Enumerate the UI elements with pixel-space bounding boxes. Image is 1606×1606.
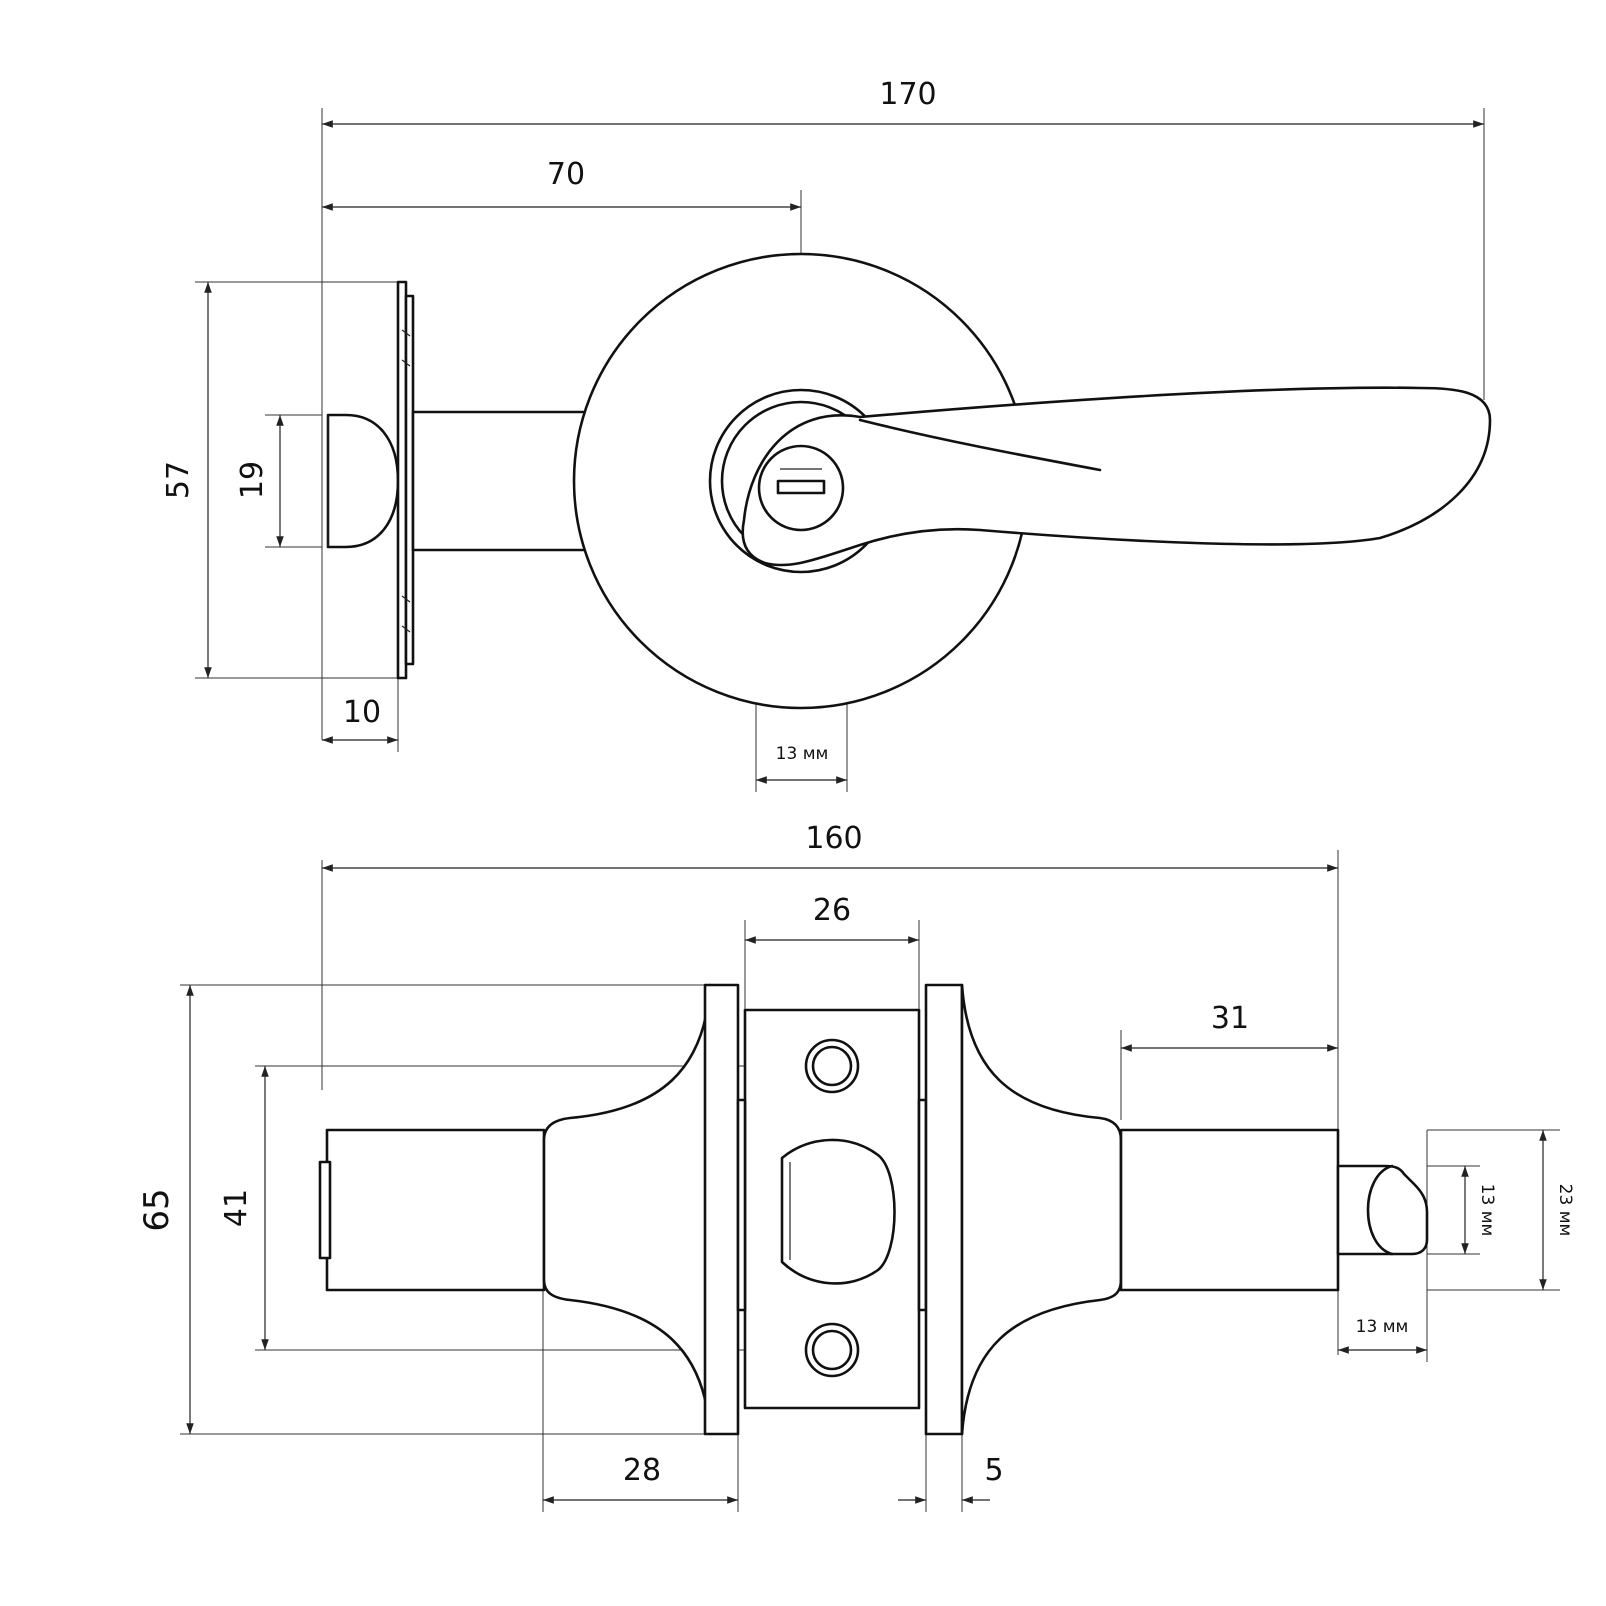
latch-bolt (326, 413, 400, 549)
right-rosette-flare (960, 983, 1123, 1436)
left-mounting-plate (703, 983, 740, 1436)
face-plate-ticks (401, 329, 411, 633)
dim-label-5: 5 (984, 1453, 1003, 1488)
dim-label-13mm-vert: 13 мм (1477, 1184, 1497, 1237)
lever-handle (741, 386, 1492, 567)
dim-label-31: 31 (1211, 1001, 1249, 1036)
dim-label-23mm: 23 мм (1555, 1184, 1575, 1237)
top-screw-hole-inner (811, 1045, 853, 1087)
dim-label-70: 70 (547, 157, 585, 192)
dim-label-57: 57 (161, 461, 196, 499)
dim-label-28: 28 (623, 1453, 661, 1488)
dim-label-26: 26 (813, 893, 851, 928)
dim-label-41: 41 (219, 1189, 254, 1227)
lever-groove (858, 418, 1102, 472)
dim-label-10: 10 (343, 695, 381, 730)
dim-label-160: 160 (805, 821, 862, 856)
plate-connector-left (736, 1098, 747, 1312)
latch-spindle (411, 410, 595, 552)
tailpiece-curve (1366, 1164, 1394, 1256)
dim-label-13mm-horiz: 13 мм (1356, 1317, 1409, 1337)
top-view: 170 70 57 19 10 13 мм (161, 77, 1492, 792)
bottom-dimension-lines (186, 864, 1547, 1504)
tailpiece-tongue (1336, 1164, 1429, 1256)
bottom-screw-hole-inner (811, 1329, 853, 1371)
dim-label-170: 170 (879, 77, 936, 112)
dim-label-19: 19 (235, 461, 270, 499)
left-shaft-cap (318, 1160, 332, 1260)
left-rosette-flare (542, 983, 712, 1436)
bottom-view: 160 26 31 65 41 28 5 13 мм 23 мм 13 мм (137, 821, 1575, 1512)
dim-label-13mm-top: 13 мм (776, 744, 829, 764)
top-dimension-lines (204, 120, 1484, 784)
bottom-extension-lines (180, 850, 1560, 1512)
left-shaft (325, 1128, 546, 1292)
right-mounting-plate (924, 983, 964, 1436)
right-shaft (1119, 1128, 1340, 1292)
latch-opening (780, 1138, 896, 1285)
keyhole-slot (776, 479, 826, 495)
dim-label-65: 65 (137, 1188, 177, 1231)
